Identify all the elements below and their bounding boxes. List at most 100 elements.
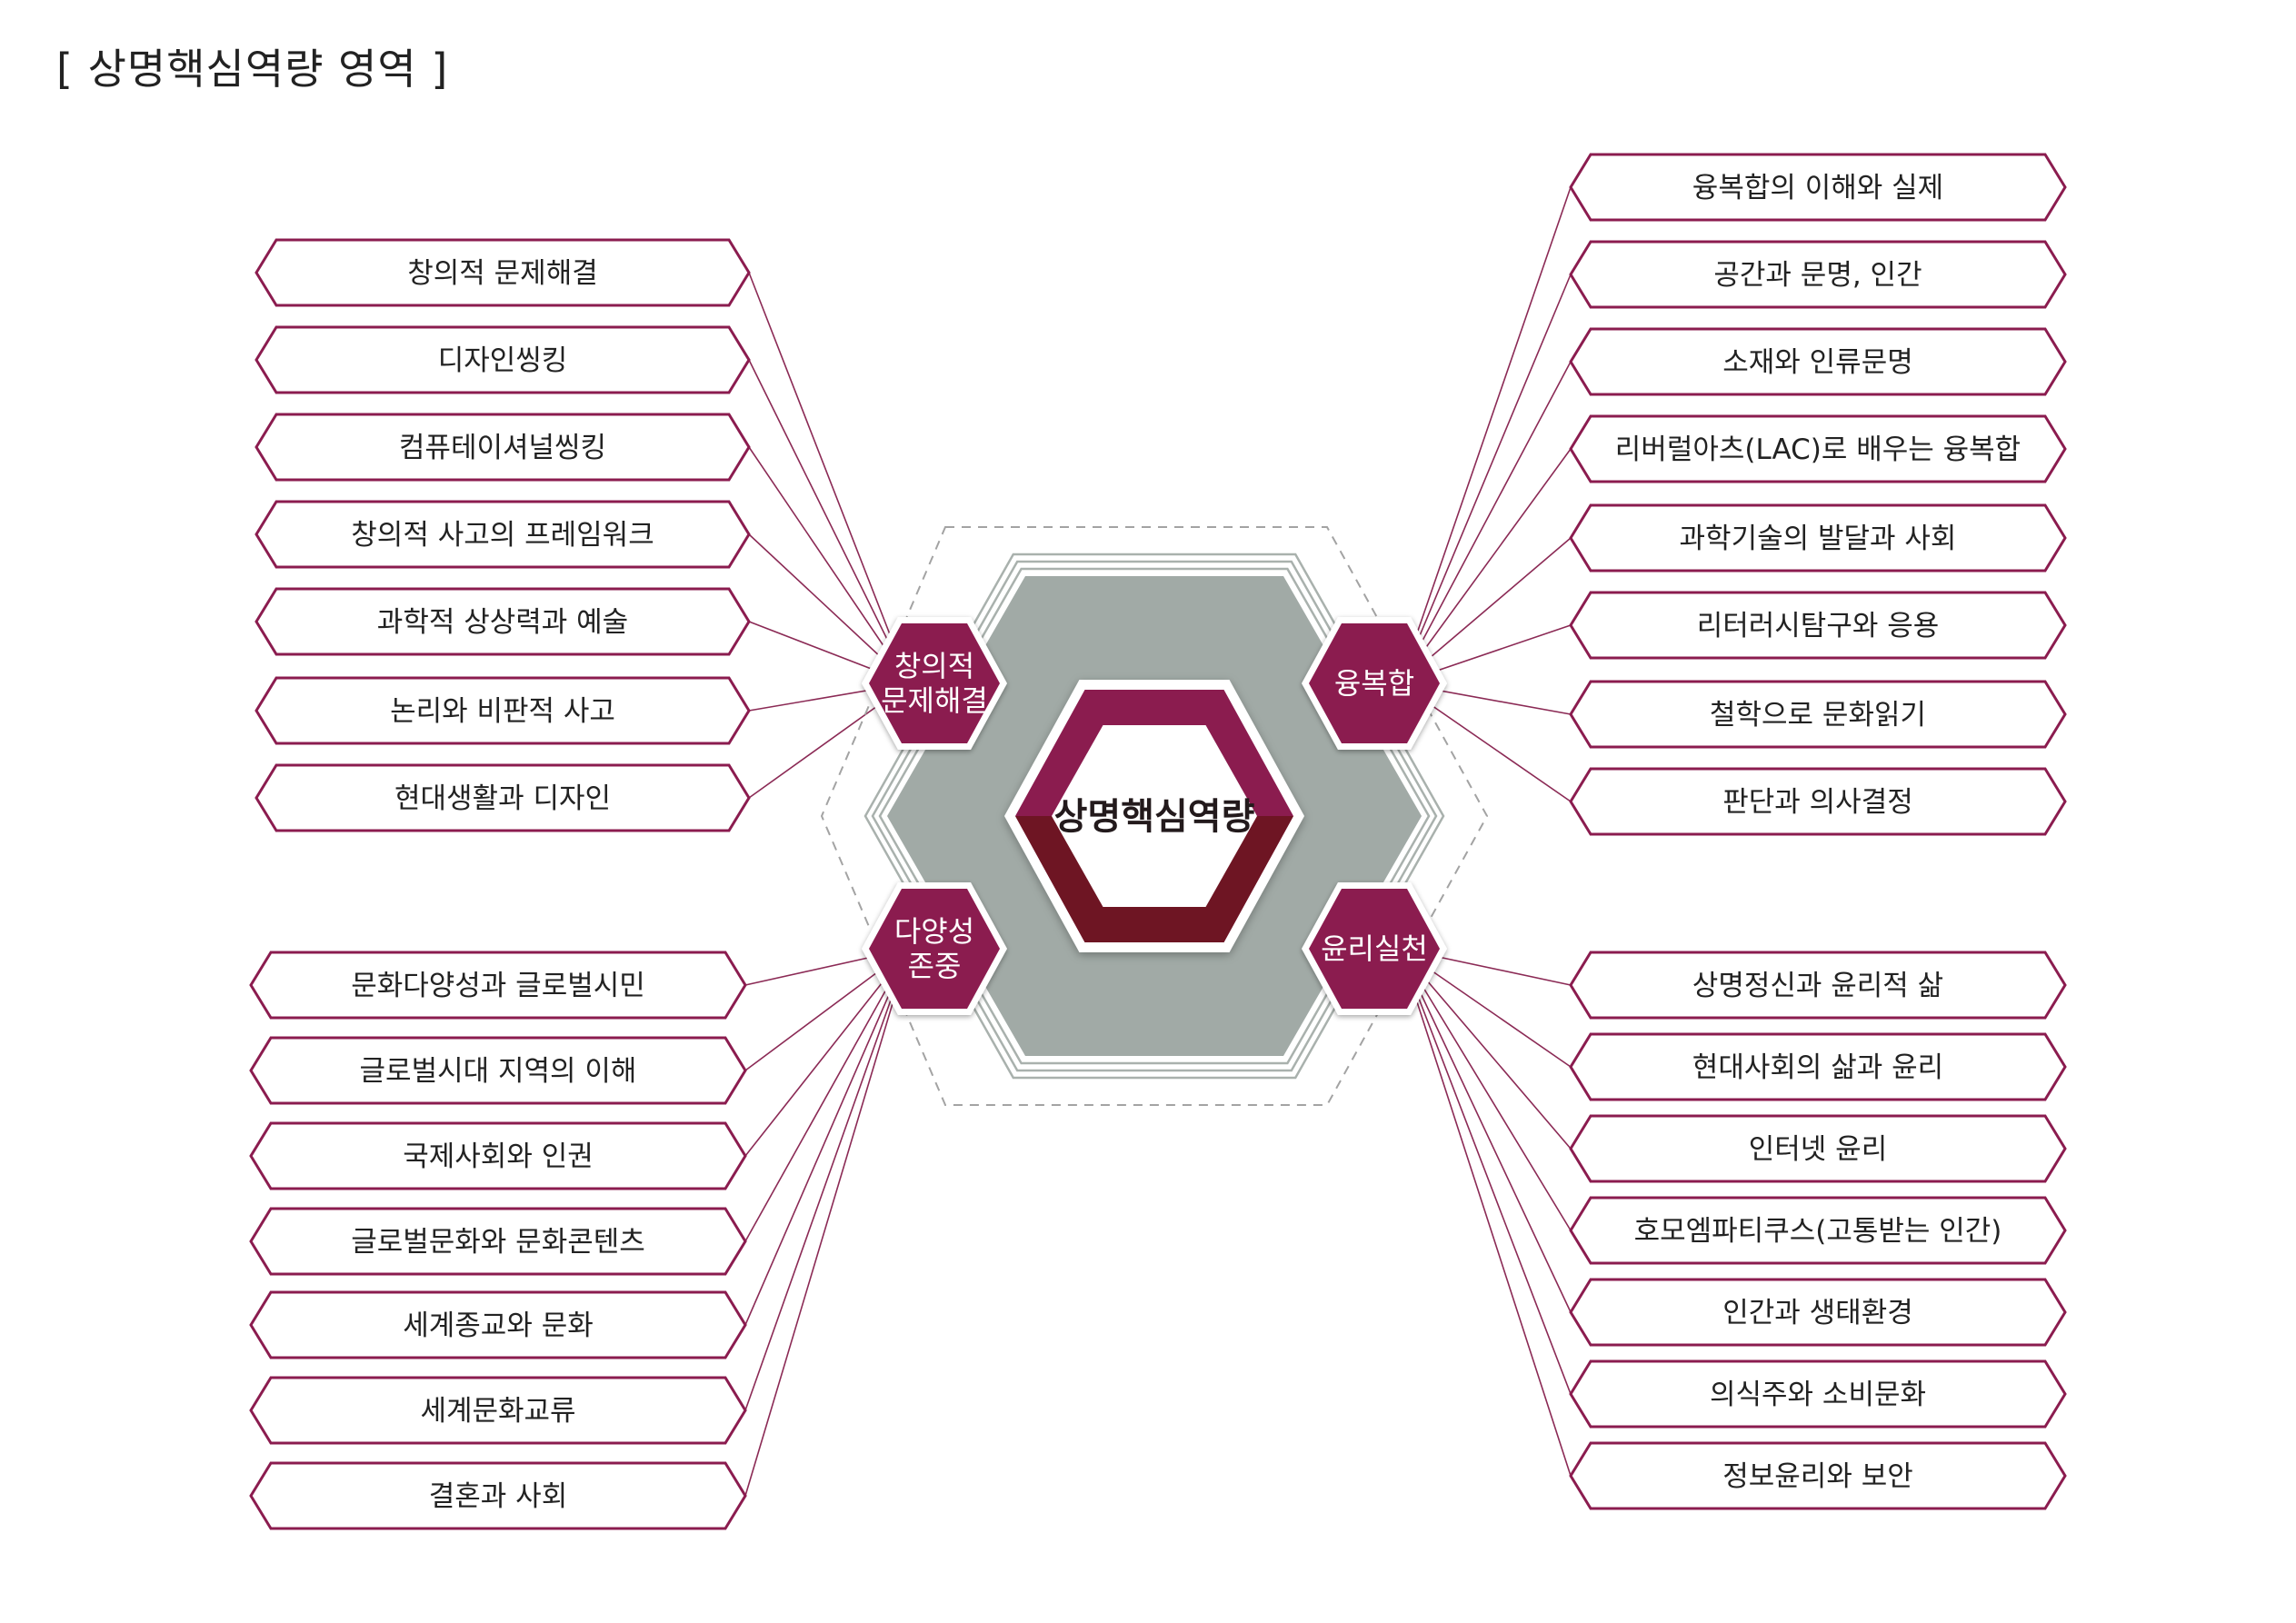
course-box-shape (249, 1290, 747, 1359)
course-box-shape (1569, 1359, 2067, 1429)
gray-outline-ring (878, 567, 1431, 1065)
course-label: 과학적 상상력과 예술 (377, 606, 628, 639)
course-connector-line (748, 272, 910, 684)
course-box[interactable]: 글로벌시대 지역의 이해 (249, 1036, 747, 1105)
course-box[interactable]: 국제사회와 인권 (249, 1121, 747, 1190)
course-label: 공간과 문명, 인간 (1713, 259, 1922, 292)
course-connector-line (744, 948, 910, 1497)
course-box[interactable]: 창의적 문제해결 (255, 238, 751, 307)
course-box[interactable]: 리터러시탐구와 응용 (1569, 591, 2067, 660)
course-box-shape (255, 238, 751, 307)
course-connector-line (748, 359, 910, 684)
course-box-shape (249, 1121, 747, 1190)
course-box[interactable]: 공간과 문명, 인간 (1569, 240, 2067, 309)
course-box-shape (255, 676, 751, 745)
course-box-shape (1569, 1032, 2067, 1101)
dashed-outline-hexagon (820, 526, 1489, 1106)
competency-label: 존중 (908, 949, 962, 983)
course-label: 현대생활과 디자인 (394, 782, 611, 815)
course-box[interactable]: 세계종교와 문화 (249, 1290, 747, 1359)
course-box[interactable]: 컴퓨테이셔널씽킹 (255, 413, 751, 482)
course-connector-line (1399, 361, 1572, 684)
course-label: 논리와 비판적 사고 (390, 695, 615, 728)
course-label: 철학으로 문화읽기 (1710, 699, 1926, 732)
course-box-shape (255, 325, 751, 394)
course-box[interactable]: 상명정신과 윤리적 삶 (1569, 951, 2067, 1020)
course-box-shape (1569, 1196, 2067, 1265)
course-box[interactable]: 과학기술의 발달과 사회 (1569, 503, 2067, 573)
course-box-shape (255, 500, 751, 569)
page-title: [ 상명핵심역량 영역 ] (56, 45, 449, 94)
course-connector-line (744, 948, 910, 1326)
course-box[interactable]: 결혼과 사회 (249, 1461, 747, 1530)
course-label: 상명정신과 윤리적 삶 (1692, 970, 1943, 1002)
center-hexagon-inner (1052, 725, 1257, 907)
competency-hexagon-fill (1309, 889, 1440, 1009)
course-box-shape (249, 1036, 747, 1105)
center-label: 상명핵심역량 (1054, 796, 1255, 838)
course-box[interactable]: 논리와 비판적 사고 (255, 676, 751, 745)
course-box[interactable]: 글로벌문화와 문화콘텐츠 (249, 1207, 747, 1276)
course-box[interactable]: 호모엠파티쿠스(고통받는 인간) (1569, 1196, 2067, 1265)
course-box[interactable]: 세계문화교류 (249, 1376, 747, 1445)
course-box[interactable]: 소재와 인류문명 (1569, 327, 2067, 396)
course-label: 소재와 인류문명 (1722, 346, 1913, 379)
course-box-shape (1569, 414, 2067, 483)
course-box[interactable]: 인터넷 윤리 (1569, 1114, 2067, 1183)
course-box[interactable]: 의식주와 소비문화 (1569, 1359, 2067, 1429)
course-box-shape (1569, 153, 2067, 222)
course-label: 세계종교와 문화 (403, 1309, 594, 1342)
course-box[interactable]: 창의적 사고의 프레임워크 (255, 500, 751, 569)
course-label: 디자인씽킹 (438, 344, 568, 377)
competency-label: 다양성 (894, 914, 974, 949)
competency-hexagon[interactable]: 융복합 (1302, 617, 1447, 750)
competency-label: 융복합 (1334, 666, 1414, 701)
course-box-shape (249, 1461, 747, 1530)
competency-label: 문제해결 (881, 683, 988, 718)
competency-label: 윤리실천 (1321, 931, 1428, 966)
course-box-shape (1569, 1441, 2067, 1510)
competency-hexagon[interactable]: 윤리실천 (1302, 882, 1447, 1015)
course-box[interactable]: 융복합의 이해와 실제 (1569, 153, 2067, 222)
central-hub: 상명핵심역량 (820, 526, 1489, 1106)
course-box-shape (1569, 240, 2067, 309)
course-label: 판단과 의사결정 (1722, 786, 1913, 819)
course-box[interactable]: 문화다양성과 글로벌시민 (249, 951, 747, 1020)
course-label: 국제사회와 인권 (403, 1140, 594, 1173)
course-box[interactable]: 인간과 생태환경 (1569, 1278, 2067, 1347)
course-label: 정보윤리와 보안 (1722, 1460, 1913, 1493)
course-label: 창의적 사고의 프레임워크 (351, 519, 654, 552)
course-box-shape (1569, 680, 2067, 749)
competency-hexagon-fill (1309, 623, 1440, 743)
course-box[interactable]: 현대생활과 디자인 (255, 763, 751, 832)
course-label: 현대사회의 삶과 윤리 (1692, 1051, 1943, 1084)
course-label: 컴퓨테이셔널씽킹 (399, 432, 606, 464)
course-label: 호모엠파티쿠스(고통받는 인간) (1634, 1215, 2002, 1248)
course-box-shape (249, 1207, 747, 1276)
course-connector-line (744, 948, 910, 1411)
course-box[interactable]: 디자인씽킹 (255, 325, 751, 394)
course-box[interactable]: 리버럴아츠(LAC)로 배우는 융복합 (1569, 414, 2067, 483)
competency-label: 창의적 (894, 649, 974, 683)
course-connector-line (1399, 948, 1572, 1313)
course-label: 의식주와 소비문화 (1710, 1379, 1926, 1411)
course-box-shape (255, 587, 751, 656)
course-label: 세계문화교류 (420, 1395, 575, 1428)
course-box[interactable]: 과학적 상상력과 예술 (255, 587, 751, 656)
course-connector-line (1399, 948, 1572, 1395)
course-box-shape (1569, 1278, 2067, 1347)
course-box[interactable]: 정보윤리와 보안 (1569, 1441, 2067, 1510)
course-box-shape (249, 1376, 747, 1445)
course-connector-line (1399, 186, 1572, 684)
course-box[interactable]: 현대사회의 삶과 윤리 (1569, 1032, 2067, 1101)
course-label: 문화다양성과 글로벌시민 (351, 970, 645, 1002)
course-box[interactable]: 판단과 의사결정 (1569, 767, 2067, 836)
course-label: 리터러시탐구와 응용 (1697, 610, 1940, 642)
course-box[interactable]: 철학으로 문화읽기 (1569, 680, 2067, 749)
course-connector-line (1399, 448, 1572, 684)
course-box-shape (1569, 591, 2067, 660)
course-box-shape (249, 951, 747, 1020)
